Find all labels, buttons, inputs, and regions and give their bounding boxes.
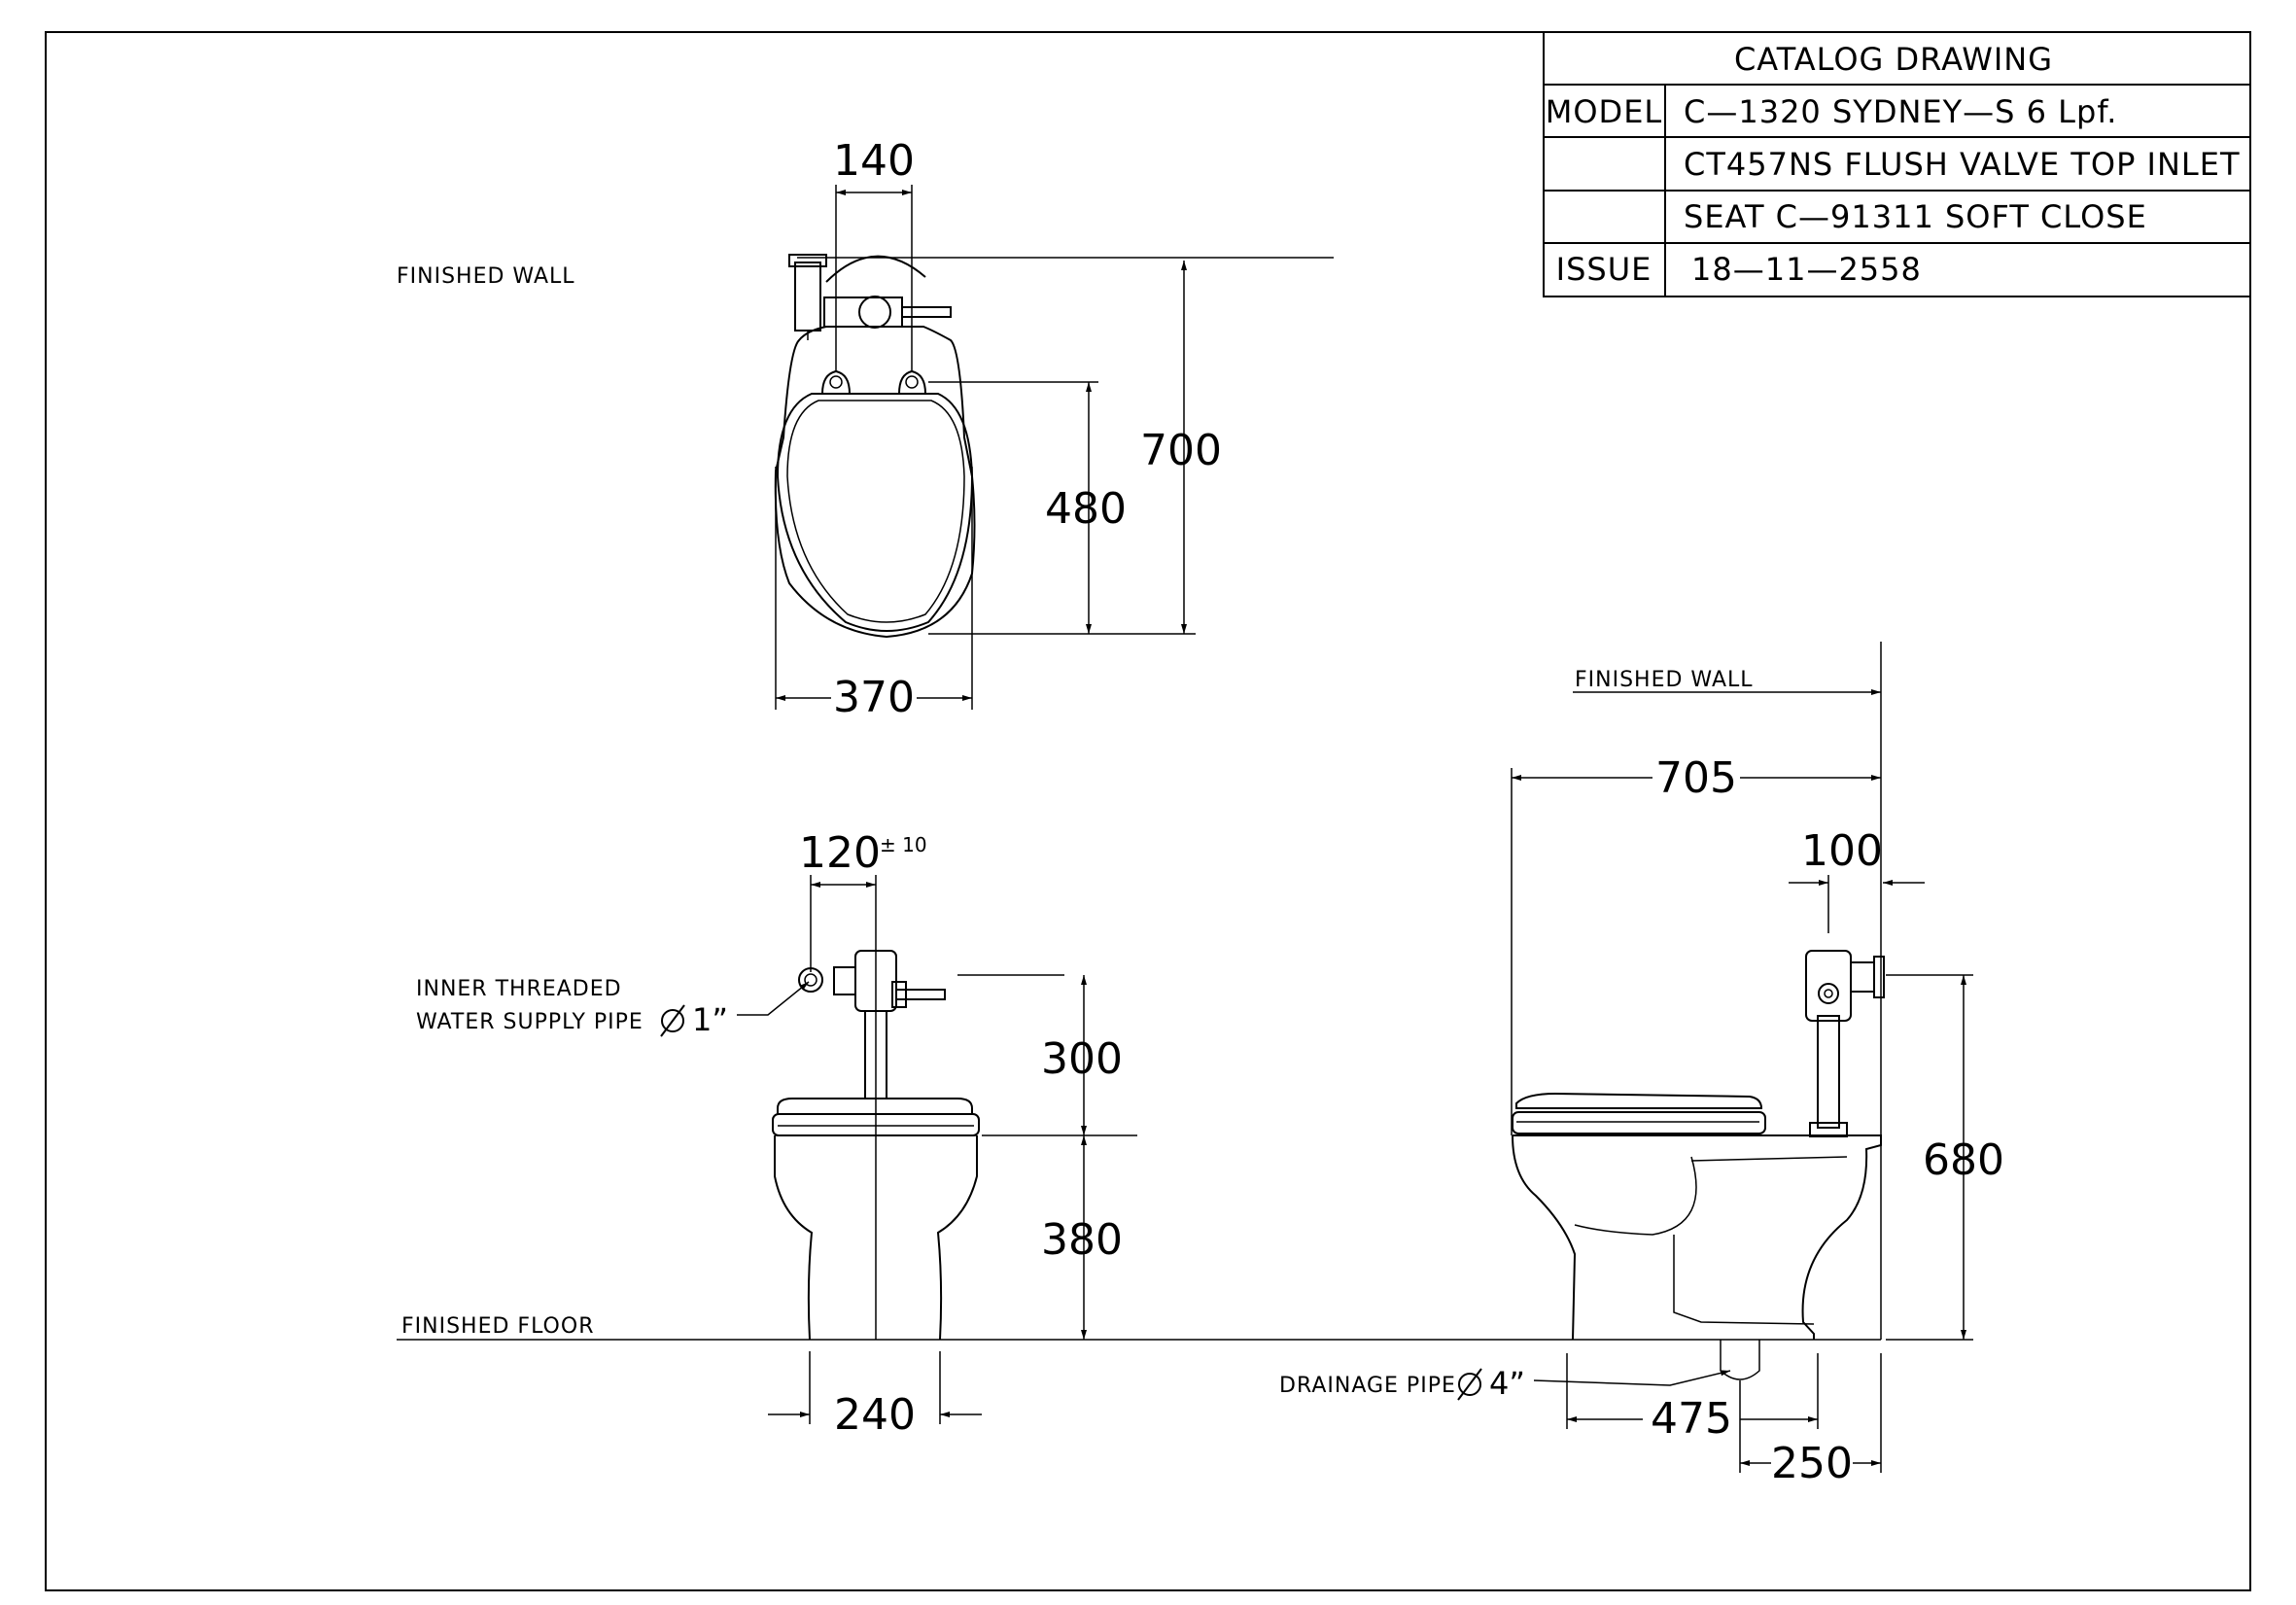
title-block: CATALOG DRAWING MODEL C—1320 SYDNEY—S 6 …: [1543, 31, 2251, 297]
dim-680: 680: [1923, 1135, 2004, 1185]
top-finished-wall-label: FINISHED WALL: [397, 264, 575, 289]
front-view: FINISHED FLOOR 120 ± 10 INNER THREADED W…: [397, 828, 1421, 1440]
dim-100: 100: [1801, 826, 1883, 876]
top-hinge-left: [821, 369, 851, 395]
top-back-bump: [825, 255, 926, 283]
dim-480: 480: [1045, 484, 1127, 534]
pipe-label-line1: INNER THREADED: [416, 977, 622, 1001]
side-flush-pipe: [1817, 1015, 1840, 1129]
model-label: MODEL: [1546, 93, 1662, 130]
front-seat-lid: [777, 1098, 973, 1115]
diameter-symbol-icon: [660, 1004, 685, 1037]
side-view: FINISHED WALL 705 100: [1279, 642, 2004, 1488]
dim-240: 240: [834, 1390, 916, 1440]
issue-label: ISSUE: [1556, 251, 1652, 288]
side-seat-lid: [1515, 1092, 1763, 1109]
seat-value: SEAT C—91311 SOFT CLOSE: [1684, 198, 2147, 235]
dim-380: 380: [1041, 1215, 1123, 1265]
dim-300: 300: [1041, 1034, 1123, 1084]
side-bowl: [1512, 1134, 1882, 1341]
title-block-header: CATALOG DRAWING: [1734, 41, 2053, 78]
top-seat-inner: [786, 400, 965, 623]
dim-120-tolerance: ± 10: [880, 833, 927, 856]
dim-475: 475: [1651, 1394, 1732, 1444]
front-valve-handle: [895, 989, 946, 1000]
front-bowl: [774, 1135, 978, 1341]
side-valve-body: [1805, 950, 1852, 1022]
dim-140: 140: [833, 136, 915, 186]
pipe-label-line2: WATER SUPPLY PIPE: [416, 1010, 644, 1034]
top-valve-handle: [901, 306, 952, 318]
drawing-border: [45, 31, 2251, 1591]
top-seat: [776, 393, 974, 632]
side-seat-ring: [1512, 1111, 1766, 1134]
top-bowl-outline: [774, 326, 976, 639]
dim-700: 700: [1140, 426, 1222, 475]
top-hinge-right: [898, 369, 926, 395]
drain-size: 4”: [1489, 1365, 1525, 1402]
model-value: C—1320 SYDNEY—S 6 Lpf.: [1684, 93, 2117, 130]
dim-120: 120: [799, 828, 881, 878]
top-inlet-pipe: [794, 262, 821, 331]
dim-705: 705: [1655, 753, 1737, 803]
valve-value: CT457NS FLUSH VALVE TOP INLET: [1684, 146, 2241, 183]
drain-label: DRAINAGE PIPE: [1279, 1374, 1456, 1398]
side-drain-pipe: [1720, 1340, 1760, 1380]
top-view: FINISHED WALL 140 700 480: [397, 136, 1334, 722]
dim-250: 250: [1771, 1439, 1853, 1488]
drain-diameter-symbol-icon: [1457, 1368, 1482, 1401]
side-finished-wall-label: FINISHED WALL: [1575, 668, 1754, 692]
pipe-size: 1”: [692, 1001, 728, 1038]
dim-370: 370: [833, 673, 915, 722]
finished-floor-label: FINISHED FLOOR: [401, 1314, 594, 1339]
issue-value: 18—11—2558: [1691, 251, 1922, 288]
